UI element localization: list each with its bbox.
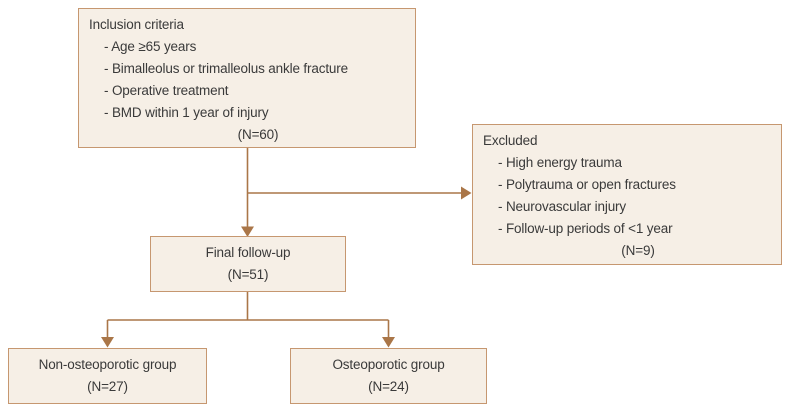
list-item: - Bimalleolus or trimalleolus ankle frac… [104, 61, 348, 76]
arrow-down-icon [101, 337, 114, 348]
count-label: (N=51) [227, 267, 269, 282]
inclusion-criteria-box: Inclusion criteria - Age ≥65 years - Bim… [78, 8, 416, 148]
count-label: (N=24) [368, 379, 409, 394]
list-item: - High energy trauma [498, 155, 622, 170]
count-label: (N=27) [87, 379, 128, 394]
box-title: Inclusion criteria [89, 17, 184, 32]
osteoporotic-group-box: Osteoporotic group (N=24) [290, 348, 487, 404]
arrow-down-icon [382, 337, 395, 348]
list-item: - Polytrauma or open fractures [498, 177, 676, 192]
box-title: Osteoporotic group [332, 357, 445, 372]
list-item: - Follow-up periods of <1 year [498, 221, 673, 236]
box-title: Excluded [483, 133, 538, 148]
list-item: - Neurovascular injury [498, 199, 626, 214]
list-item: - BMD within 1 year of injury [104, 105, 269, 120]
list-item: - Operative treatment [104, 83, 229, 98]
final-follow-up-box: Final follow-up (N=51) [150, 236, 346, 292]
excluded-box: Excluded - High energy trauma - Polytrau… [472, 124, 782, 265]
non-osteoporotic-group-box: Non-osteoporotic group (N=27) [8, 348, 207, 404]
box-title: Final follow-up [205, 245, 291, 260]
arrow-right-icon [461, 186, 472, 200]
count-label: (N=60) [237, 127, 279, 142]
list-item: - Age ≥65 years [104, 39, 197, 54]
count-label: (N=9) [621, 243, 655, 258]
box-title: Non-osteoporotic group [38, 357, 177, 372]
